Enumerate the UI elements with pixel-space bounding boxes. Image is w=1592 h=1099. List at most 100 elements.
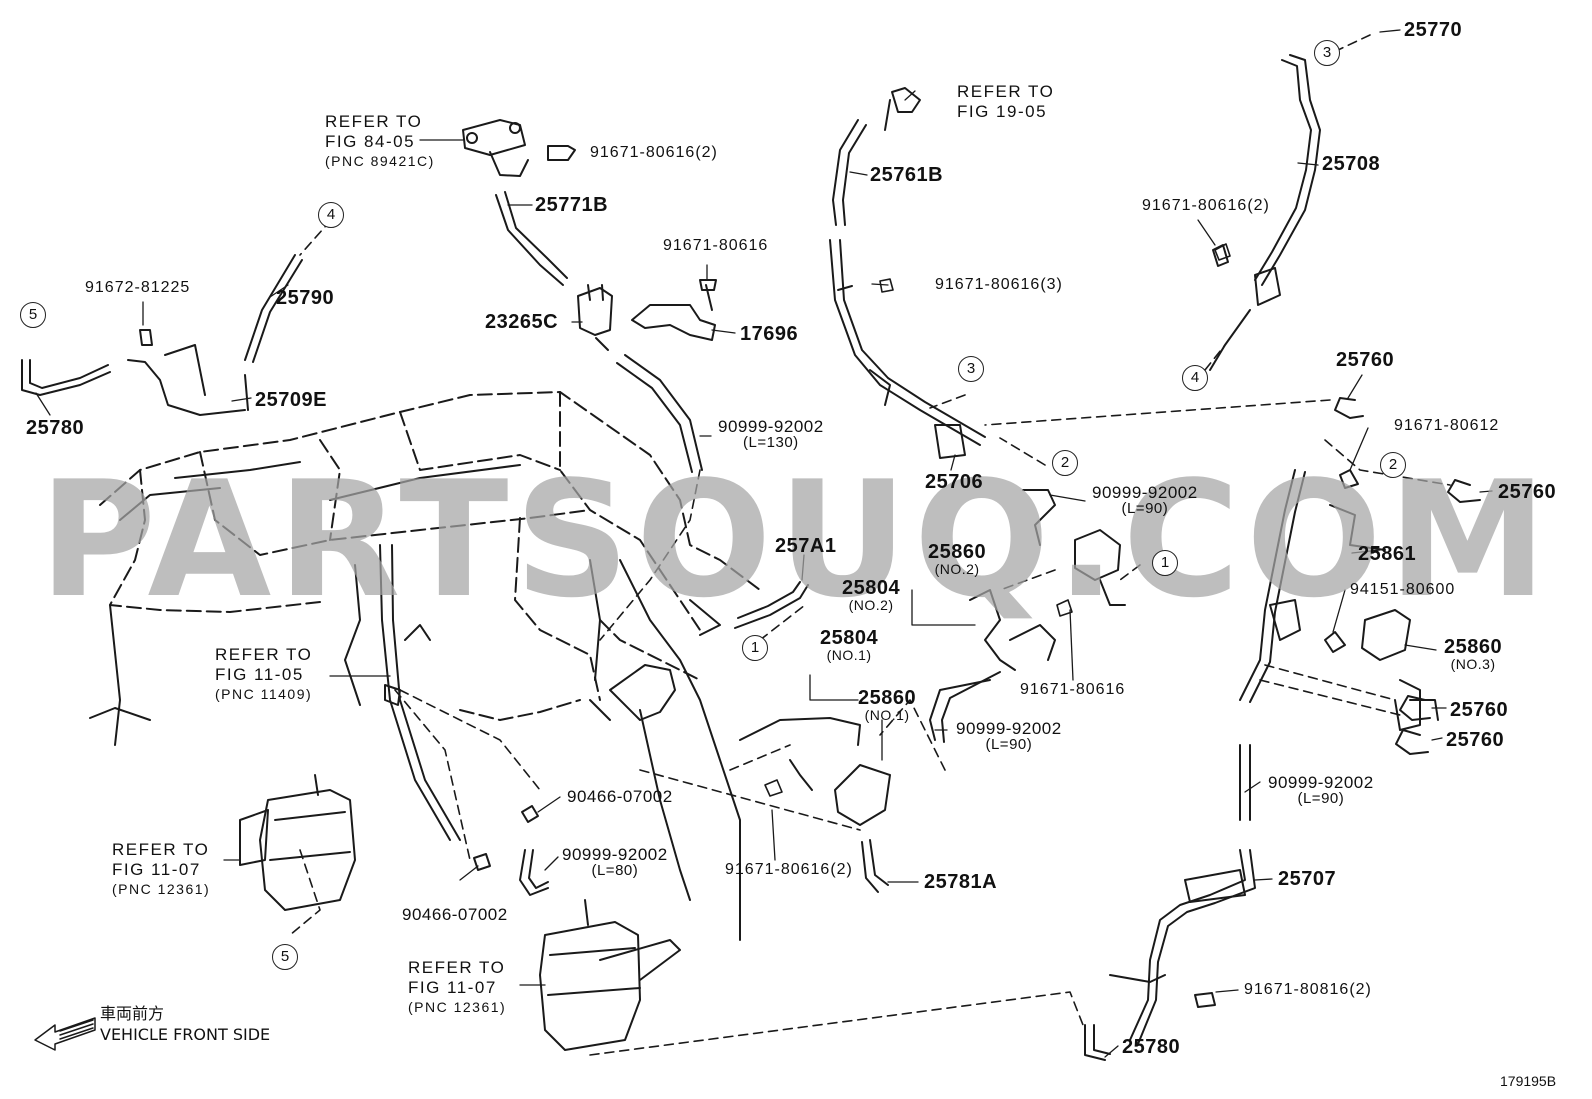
part-sub: (NO.3) [1450, 656, 1496, 672]
part-label[interactable]: 90999-92002 (L=90) [956, 720, 1062, 752]
refer-line: FIG 19-05 [957, 102, 1048, 122]
engine-solid-lines [89, 461, 741, 941]
part-label[interactable]: 91671-80616(2) [590, 144, 718, 161]
refer-line: REFER TO [325, 112, 423, 131]
marker-5: 5 [272, 944, 298, 970]
hose-left-top [21, 254, 303, 416]
figure-number: 179195B [1500, 1073, 1557, 1089]
part-label[interactable]: 25804 (NO.1) [820, 628, 878, 662]
marker-3: 3 [958, 356, 984, 382]
part-number: 90999-92002 [562, 845, 668, 864]
part-label[interactable]: 17696 [740, 323, 799, 345]
part-sub: (NO.1) [826, 647, 872, 663]
part-label[interactable]: 25790 [276, 287, 335, 309]
part-number: 90999-92002 [1268, 773, 1374, 792]
part-label[interactable]: 91671-80616(2) [1142, 197, 1270, 214]
refer-label-19-05: REFER TO FIG 19-05 [957, 82, 1054, 123]
part-label[interactable]: 25860 (NO.2) [928, 542, 986, 576]
part-label[interactable]: 91671-80616 [1020, 681, 1126, 698]
part-label[interactable]: 25771B [535, 194, 609, 216]
part-label[interactable]: 25707 [1278, 868, 1337, 890]
part-label[interactable]: 25761B [870, 164, 944, 186]
marker-2: 2 [1052, 450, 1078, 476]
pipe-11-05 [379, 544, 461, 841]
part-sub: (NO.1) [864, 707, 910, 723]
engine-outline [99, 391, 761, 721]
refer-line: FIG 11-05 [215, 665, 304, 685]
part-label[interactable]: 23265C [485, 311, 559, 333]
part-label[interactable]: 90466-07002 [402, 905, 508, 924]
marker-3: 3 [1314, 40, 1340, 66]
part-sub: (NO.2) [934, 561, 980, 577]
refer-line: FIG 84-05 [325, 132, 416, 152]
vehicle-front-label: 車両前方 VEHICLE FRONT SIDE [100, 1004, 270, 1046]
marker-1: 1 [1152, 550, 1178, 576]
bracket-17696 [631, 279, 717, 341]
valve-assembly-top [462, 119, 703, 473]
bolts [764, 243, 1231, 797]
marker-4: 4 [318, 202, 344, 228]
marker-1: 1 [742, 635, 768, 661]
part-number: 25860 [858, 687, 917, 709]
refer-pnc: (PNC 11409) [215, 685, 313, 702]
part-number: 25804 [842, 577, 901, 599]
part-length: (L=90) [1297, 790, 1345, 807]
part-label[interactable]: 90999-92002 (L=90) [1268, 774, 1374, 806]
part-number: 25860 [1444, 636, 1503, 658]
refer-label-84-05: REFER TO FIG 84-05 (PNC 89421C) [325, 112, 435, 170]
part-label[interactable]: 90999-92002 (L=80) [562, 846, 668, 878]
part-label[interactable]: 25860 (NO.3) [1444, 637, 1502, 671]
line-25861-assembly [1239, 469, 1439, 821]
refer-pnc: (PNC 12361) [408, 998, 507, 1015]
valves-center [734, 489, 1126, 893]
part-label[interactable]: 91672-81225 [85, 279, 191, 296]
part-label[interactable]: 25860 (NO.1) [858, 688, 916, 722]
hoses-lower-center [473, 805, 549, 896]
part-label[interactable]: 91671-80616 [663, 237, 769, 254]
part-label[interactable]: 90999-92002 (L=130) [718, 418, 824, 450]
refer-pnc: (PNC 89421C) [325, 152, 435, 169]
refer-line: REFER TO [215, 645, 313, 664]
part-sub: (NO.2) [848, 597, 894, 613]
part-label[interactable]: 25770 [1404, 19, 1463, 41]
part-label[interactable]: 91671-80816(2) [1244, 981, 1372, 998]
part-length: (L=80) [591, 862, 639, 879]
part-label[interactable]: 91671-80616(2) [725, 861, 853, 878]
part-label[interactable]: 91671-80616(3) [935, 276, 1063, 293]
refer-line: REFER TO [957, 82, 1055, 101]
part-label[interactable]: 25804 (NO.2) [842, 578, 900, 612]
part-label[interactable]: 91671-80612 [1394, 417, 1500, 434]
part-label[interactable]: 25780 [1122, 1036, 1181, 1058]
refer-label-11-05: REFER TO FIG 11-05 (PNC 11409) [215, 645, 312, 703]
part-label[interactable]: 90466-07002 [567, 787, 673, 806]
part-label[interactable]: 257A1 [775, 535, 837, 557]
leaders [35, 29, 1493, 1058]
front-arrow-icon [34, 1017, 96, 1051]
part-number: 90999-92002 [718, 417, 824, 436]
part-label[interactable]: 90999-92002 (L=90) [1092, 484, 1198, 516]
part-label[interactable]: 25861 [1358, 543, 1417, 565]
part-label[interactable]: 25760 [1450, 699, 1509, 721]
marker-2: 2 [1380, 452, 1406, 478]
refer-line: FIG 11-07 [408, 978, 497, 998]
part-number: 25804 [820, 627, 879, 649]
part-label[interactable]: 25708 [1322, 153, 1381, 175]
front-label-en: VEHICLE FRONT SIDE [100, 1024, 271, 1044]
part-label[interactable]: 25706 [925, 471, 984, 493]
refer-line: REFER TO [408, 958, 506, 977]
u-hoses [1334, 397, 1481, 755]
refer-label-11-07-left: REFER TO FIG 11-07 (PNC 12361) [112, 840, 210, 898]
part-label[interactable]: 25709E [255, 389, 327, 411]
refer-pnc: (PNC 12361) [112, 880, 211, 897]
line-25706 [829, 87, 986, 459]
part-label[interactable]: 25760 [1498, 481, 1557, 503]
part-label[interactable]: 25760 [1336, 349, 1395, 371]
dashed-connections [289, 34, 1451, 1056]
part-label[interactable]: 94151-80600 [1350, 581, 1456, 598]
part-label[interactable]: 25780 [26, 417, 85, 439]
part-length: (L=130) [743, 434, 799, 451]
part-label[interactable]: 25781A [924, 871, 998, 893]
refer-label-11-07-right: REFER TO FIG 11-07 (PNC 12361) [408, 958, 506, 1016]
part-label[interactable]: 25760 [1446, 729, 1505, 751]
